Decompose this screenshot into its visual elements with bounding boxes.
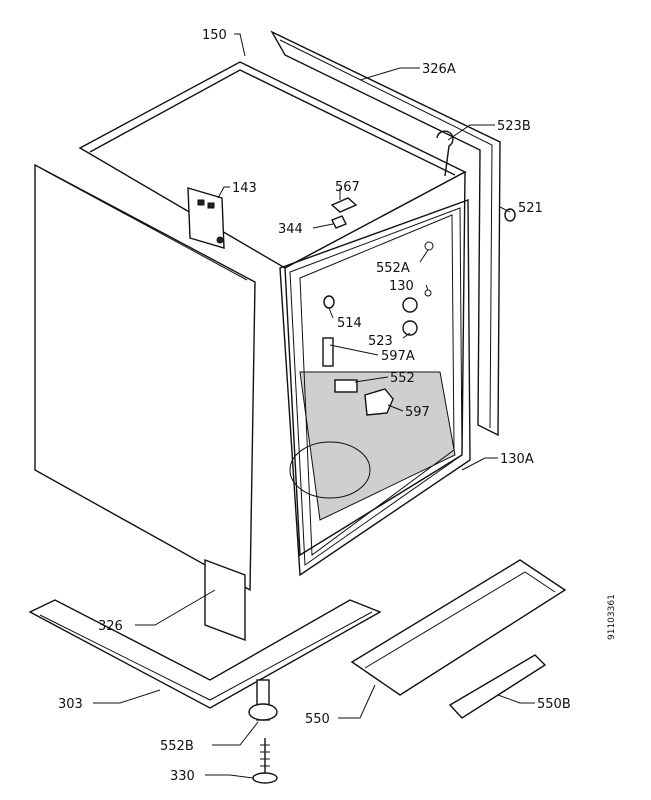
foot-screw bbox=[252, 738, 278, 784]
door-seal-frame bbox=[279, 199, 471, 577]
label-514: 514 bbox=[337, 316, 362, 331]
label-597: 597 bbox=[405, 405, 430, 420]
label-143: 143 bbox=[232, 181, 257, 196]
label-130: 130 bbox=[389, 279, 414, 294]
label-523b: 523B bbox=[497, 119, 531, 134]
mounting-rail bbox=[350, 559, 567, 696]
label-550b: 550B bbox=[537, 697, 571, 712]
label-150: 150 bbox=[202, 28, 227, 43]
hinge-bracket bbox=[187, 187, 225, 249]
part-labels: 150 326A 523B 143 567 521 344 552A 130 5… bbox=[58, 28, 617, 784]
label-326: 326 bbox=[98, 619, 123, 634]
label-326a: 326A bbox=[422, 62, 456, 77]
label-567: 567 bbox=[335, 180, 360, 195]
small-parts bbox=[322, 130, 516, 416]
adjustable-foot bbox=[248, 679, 278, 721]
label-523: 523 bbox=[368, 334, 393, 349]
base-frame bbox=[28, 599, 382, 709]
label-597a: 597A bbox=[381, 349, 415, 364]
rear-panel bbox=[270, 30, 501, 437]
label-552a: 552A bbox=[376, 261, 410, 276]
rail-end-bracket bbox=[448, 654, 547, 719]
label-344: 344 bbox=[278, 222, 303, 237]
label-303: 303 bbox=[58, 697, 83, 712]
label-521: 521 bbox=[518, 201, 543, 216]
front-door-panel bbox=[34, 163, 256, 642]
label-552: 552 bbox=[390, 371, 415, 386]
label-130a: 130A bbox=[500, 452, 534, 467]
drawing-number: 91103361 bbox=[607, 594, 617, 640]
label-330: 330 bbox=[170, 769, 195, 784]
label-552b: 552B bbox=[160, 739, 194, 754]
leader-lines bbox=[93, 33, 535, 779]
label-550: 550 bbox=[305, 712, 330, 727]
